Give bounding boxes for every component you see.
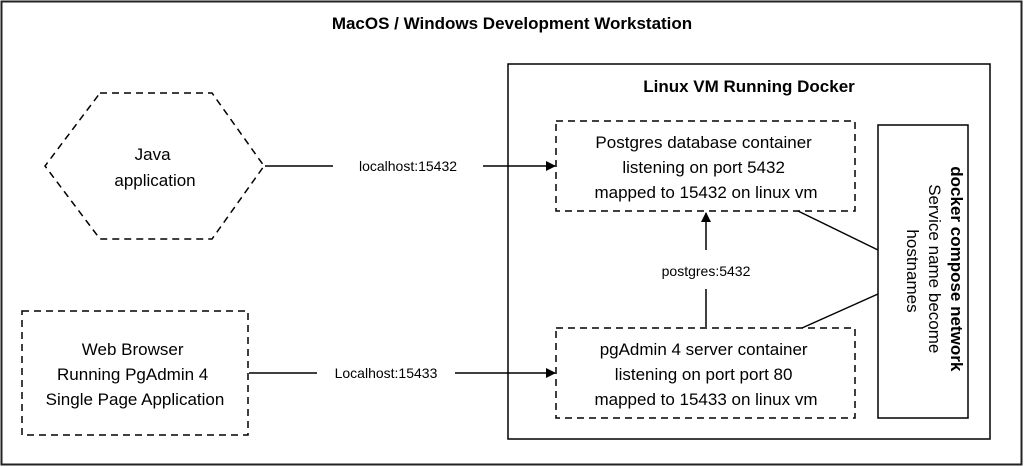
web-browser-line: Single Page Application [46, 390, 225, 409]
network-link-postgres [797, 210, 879, 251]
web-browser-node [21, 310, 249, 436]
java-app-line: Java [135, 145, 171, 164]
java-app-node [44, 92, 265, 240]
compose-network-label: docker compose network Service name beco… [903, 166, 966, 375]
java-app-line: application [114, 171, 195, 190]
compose-network-title: docker compose network [947, 166, 966, 372]
compose-network-line: Service name become [925, 184, 944, 353]
web-browser-label: Web Browser Running PgAdmin 4 Single Pag… [46, 340, 225, 409]
web-browser-line: Web Browser [82, 340, 184, 359]
edge-browser-to-pgadmin-label: Localhost:15433 [335, 365, 438, 381]
web-browser-line: Running PgAdmin 4 [57, 365, 208, 384]
edge-pgadmin-to-postgres-label: postgres:5432 [662, 263, 751, 279]
compose-network-node [877, 124, 969, 419]
network-link-pgadmin [801, 293, 879, 329]
compose-network-line: hostnames [903, 229, 922, 312]
pgadmin-container-line: pgAdmin 4 server container [600, 340, 808, 359]
postgres-container-node [555, 120, 856, 212]
linux-vm-title: Linux VM Running Docker [643, 77, 855, 96]
workstation-title: MacOS / Windows Development Workstation [332, 14, 692, 33]
pgadmin-container-line: listening on port port 80 [615, 365, 793, 384]
postgres-container-label: Postgres database container listening on… [594, 133, 817, 202]
java-app-label: Java application [114, 145, 195, 190]
pgadmin-container-line: mapped to 15433 on linux vm [594, 390, 817, 409]
postgres-container-line: listening on port 5432 [622, 158, 785, 177]
postgres-container-line: Postgres database container [595, 133, 812, 152]
linux-vm-frame [507, 63, 991, 440]
edge-java-to-postgres-label: localhost:15432 [359, 158, 457, 174]
pgadmin-container-node [555, 327, 856, 419]
postgres-container-line: mapped to 15432 on linux vm [594, 183, 817, 202]
pgadmin-container-label: pgAdmin 4 server container listening on … [594, 340, 817, 409]
